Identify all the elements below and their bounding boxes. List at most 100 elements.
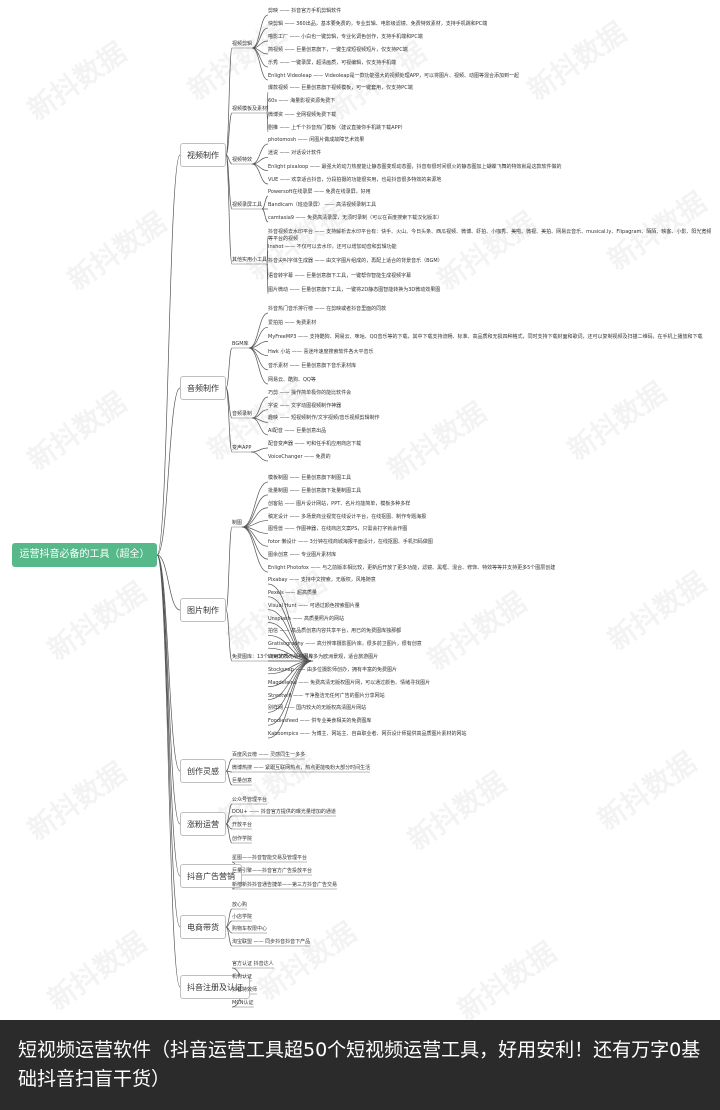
subtopic-4-0[interactable]: 公众号管理平台: [232, 797, 268, 803]
connector: [251, 417, 269, 436]
subtopic-2-1[interactable]: 免费图库：13个商用优质无版权图库: [232, 654, 314, 660]
leaf-0-0-3: 简视频 —— 巨量创意旗下，一键生成短视频短片，仅支持PC端: [268, 47, 408, 53]
subtopic-6-2[interactable]: 购物车权限中心: [232, 926, 268, 932]
leaf-2-1-8: Magdeleine —— 免费高清无版权图片网，可以通过颜色、情绪寻找图片: [268, 679, 431, 686]
subtopic-1-0[interactable]: BGM库: [232, 341, 249, 347]
subtopic-6-3[interactable]: 淘宝联盟 —— 同步抖音抖音下产品: [232, 939, 311, 945]
category-node-6[interactable]: 电商带货: [180, 915, 226, 939]
subtopic-7-2[interactable]: 抖音特效师: [232, 987, 258, 993]
connector: [156, 554, 181, 772]
connector: [225, 154, 233, 165]
connector: [251, 14, 269, 49]
connector: [267, 647, 314, 662]
subtopic-1-1[interactable]: 音频录制: [232, 411, 253, 417]
subtopic-5-0[interactable]: 星图——抖音智能交易及管理平台: [232, 855, 308, 861]
root-node[interactable]: 运营抖音必备的工具（超全）: [12, 543, 157, 567]
connector: [156, 387, 181, 556]
subtopic-0-4[interactable]: 其他实用小工具: [232, 257, 268, 263]
subtopic-0-2[interactable]: 视频特效: [232, 157, 253, 163]
connector: [225, 47, 233, 156]
leaf-1-0-3: Hwk 小站 —— 喜迷咔速度搜索软件各大平音乐: [268, 348, 374, 355]
subtopic-3-0[interactable]: 百度风云榜 —— 灵感同生一多多: [232, 752, 306, 758]
connector: [225, 770, 233, 786]
category-node-5[interactable]: 抖音广告营销: [180, 864, 242, 888]
connector: [225, 609, 233, 662]
leaf-0-2-0: photomosh —— 闲图片做成故障艺术效果: [268, 137, 365, 143]
leaf-2-1-9: Streetwill —— 干净整洁无任何广告的图片分享网站: [268, 692, 385, 699]
leaf-1-1-2: 趣映 —— 短视频制作/文字视频/音乐视频剪辑制作: [268, 415, 380, 422]
subtopic-2-0[interactable]: 制图: [232, 520, 243, 526]
leaf-2-0-2: 创客贴 —— 图片设计网站，PPT、名片均能简单，模板多种多样: [268, 500, 411, 507]
subtopic-7-1[interactable]: 机构认证: [232, 974, 253, 980]
subtopic-7-0[interactable]: 官方认证 抖音达人: [232, 961, 274, 967]
leaf-1-2-0: 配音变声器 —— 可和任手机应用商店下载: [268, 441, 362, 447]
connector-lines: [156, 14, 370, 1008]
connector: [261, 195, 269, 210]
category-node-2[interactable]: 图片制作: [180, 598, 226, 622]
leaf-2-1-11: Foodiesfeed —— 供专业美食相关的免费图库: [268, 718, 372, 725]
leaf-0-4-3: 语音转字幕 —— 巨量创意旗下工具，一键帮你智能生成视频字幕: [268, 272, 412, 279]
leaf-2-1-0: Pixabay —— 支持中文搜索，无版权，风格随意: [268, 577, 376, 583]
subtopic-5-2[interactable]: 新榜新抖抖音通告捷单——第三方抖音广告交易: [232, 882, 338, 888]
subtopic-7-3[interactable]: MCN认证: [232, 1000, 254, 1006]
connector: [156, 154, 181, 556]
connector: [225, 526, 233, 611]
connector: [241, 494, 269, 528]
leaf-0-0-0: 剪映 —— 抖音官方手机剪辑软件: [268, 8, 342, 14]
connector: [241, 526, 269, 573]
leaf-1-2-1: VoiceChanger —— 免费的: [268, 454, 331, 460]
subtopic-6-1[interactable]: 小店学院: [232, 914, 253, 920]
subtopic-6-0[interactable]: 放心购: [232, 902, 248, 908]
leaf-0-1-1: 60s —— 海量影视资源免费下: [268, 98, 336, 105]
subtopic-1-2[interactable]: 变声APP: [232, 445, 252, 451]
category-node-7[interactable]: 抖音注册及认证: [180, 975, 250, 999]
subtopic-4-1[interactable]: DOU+ —— 抖音官方提供的曝光量增加的通道: [232, 809, 336, 815]
leaf-2-1-12: Kaboompics —— 为博主、网站主、自由职业者、网页设计师提供高品质图片…: [268, 731, 467, 737]
category-node-4[interactable]: 涨粉运营: [180, 812, 226, 836]
category-node-3[interactable]: 创作灵感: [180, 759, 226, 783]
leaf-0-2-1: 迷说 —— 对话设计软件: [268, 150, 322, 157]
connector: [248, 312, 269, 349]
leaf-1-0-2: MyFreeMP3 —— 支持酷狗、网易云、咪咕、QQ音乐等的下载，其中下载支持…: [268, 334, 703, 341]
leaf-2-0-0: 模板制图 —— 巨量创意旗下制图工具: [268, 475, 352, 481]
leaf-0-4-4: 图片微动 —— 巨量创意旗下工具，一键将2D静态图智能转换为3D微动效果图: [268, 287, 441, 293]
subtopic-3-2[interactable]: 巨量创意: [232, 778, 253, 784]
leaf-2-1-1: Pexels —— 超高质量: [268, 589, 317, 596]
connector: [267, 583, 314, 662]
mind-map: 新抖数据新抖数据新抖数据新抖数据新抖数据新抖数据新抖数据新抖数据新抖数据新抖数据…: [12, 8, 712, 1020]
connector: [156, 554, 181, 988]
connector: [225, 823, 233, 844]
subtopic-4-3[interactable]: 创作学院: [232, 836, 253, 842]
leaf-0-1-2: 微博资 —— 全网视频免费下载: [268, 111, 337, 118]
connector: [251, 47, 269, 81]
subtopic-0-1[interactable]: 视频模板及素材: [232, 106, 268, 112]
leaf-2-0-6: 图余创意 —— 专业图片素材库: [268, 552, 337, 559]
subtopic-0-0[interactable]: 视频剪辑: [232, 41, 253, 47]
leaf-1-0-0: 抖音热门音乐排行榜 —— 在剪映或者抖音里面的同款: [268, 306, 387, 312]
connector: [267, 596, 314, 662]
leaf-0-4-0: 抖音视频去水印平台 —— 支持解析去水印平台有：快手、火山、今日头条、西瓜视频、…: [268, 229, 712, 242]
leaf-0-0-2: 喵影工厂 —— 小白也一键剪辑，专业化调色创作，支持手机端和PC端: [268, 34, 423, 40]
leaf-1-1-0: 巧剪 —— 操作简单极你的能比软件会: [268, 390, 352, 396]
leaf-0-2-3: VUE —— 欢享适合抖音，分段拍摄的功能很实用，也是抖音很多特效的来源地: [268, 177, 442, 183]
connector: [267, 634, 314, 662]
subtopic-3-1[interactable]: 微博热搜 —— 紧跟互联网热点，热点更能吸粉大部分时间生活: [232, 765, 371, 771]
leaf-1-0-5: 网易云、酷狗、QQ等: [268, 377, 316, 383]
connector: [250, 451, 269, 462]
leaf-2-0-4: 图怪兽 —— 作图神器，在线商店文案PS，只需会打字就会作图: [268, 526, 408, 533]
connector: [266, 263, 269, 295]
connector: [251, 143, 269, 165]
leaf-1-1-1: 字说 —— 文字动图视频制作神器: [268, 402, 342, 409]
leaf-2-1-2: Visual Hunt —— 可通过颜色搜索图片量: [268, 602, 360, 609]
category-node-1[interactable]: 音频制作: [180, 376, 226, 400]
subtopic-5-1[interactable]: 巨量引擎——抖音官方广告投放平台: [232, 868, 313, 874]
connector: [251, 27, 269, 49]
leaf-0-4-2: 抖音尖叫字体生成器 —— 由文字图片组成的，再配上适合的背景音乐（BGM）: [268, 258, 443, 264]
category-node-0[interactable]: 视频制作: [180, 143, 226, 167]
connector: [267, 660, 314, 739]
connector: [266, 250, 269, 265]
subtopic-4-2[interactable]: 开放平台: [232, 822, 253, 828]
leaf-0-0-1: 快剪辑 —— 360出品，基本要免费的，专业剪辑、电影级滤镜、免费特效素材，支持…: [268, 21, 488, 27]
subtopic-0-3[interactable]: 视频录屏工具: [232, 202, 263, 208]
leaf-1-0-4: 音乐素材 —— 巨量创意旗下音乐素材库: [268, 362, 357, 369]
